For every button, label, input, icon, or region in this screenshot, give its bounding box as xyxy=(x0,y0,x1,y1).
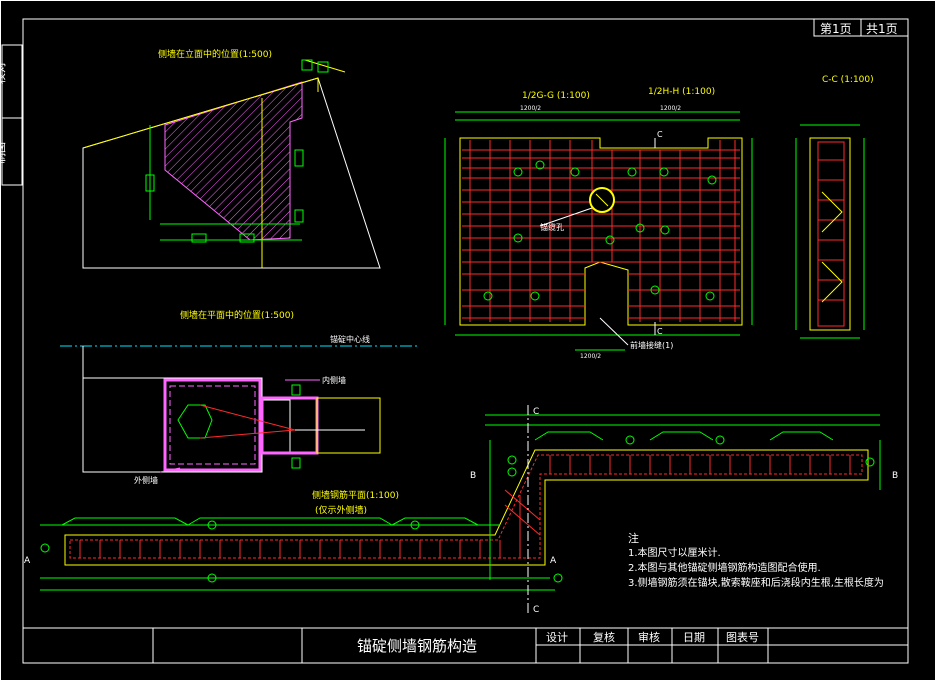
front-wall-note: 前墙接缝(1) xyxy=(630,340,673,350)
anchor-center-line-label: 锚碇中心线 xyxy=(330,334,370,344)
section-gh-view: 1/2G-G (1:100) 1/2H-H (1:100) 1200/2 120… xyxy=(444,87,753,360)
page-number: 第1页 xyxy=(820,22,852,36)
side-stamp-check: 校对 xyxy=(0,62,7,84)
section-g-title: 1/2G-G (1:100) xyxy=(522,91,590,101)
cut-label-b-right: B xyxy=(892,471,898,481)
page-indicator: 第1页 共1页 xyxy=(813,18,909,37)
section-cc-view: C-C (1:100) xyxy=(795,75,874,339)
outer-wall-label: 外侧墙 xyxy=(134,475,158,485)
notes-block: 注 1.本图尺寸以厘米计. 2.本图与其他锚碇侧墙钢筋构造图配合使用. 3.侧墙… xyxy=(628,531,884,589)
inner-wall-label: 内侧墙 xyxy=(322,375,346,385)
rebar-stirrups-bottom xyxy=(79,455,851,558)
page-total: 共1页 xyxy=(866,22,898,36)
design-label: 设计 xyxy=(546,631,568,644)
section-c-title: C-C (1:100) xyxy=(822,75,874,85)
dim-label-bottom: 1200/2 xyxy=(580,353,601,360)
cut-label-a-right: A xyxy=(550,556,557,566)
rebar-plan-dimensions xyxy=(40,414,881,591)
cut-label-b-left: B xyxy=(470,471,476,481)
plan-title: 侧墙在平面中的位置(1:500) xyxy=(180,309,294,321)
rebar-markers-gh xyxy=(483,160,717,301)
audit-label: 审核 xyxy=(638,630,660,644)
title-block: 锚碇侧墙钢筋构造 设计 复核 审核 日期 图表号 xyxy=(23,627,908,663)
drawing-no-label: 图表号 xyxy=(726,630,759,644)
review-label: 复核 xyxy=(593,630,615,644)
rebar-grid-cc xyxy=(818,159,844,301)
section-cut-c-bottom: C xyxy=(657,327,663,336)
notes-heading: 注 xyxy=(628,531,639,545)
cut-label-a-left: A xyxy=(24,556,31,566)
dim-label-g: 1200/2 xyxy=(520,105,541,112)
rebar-plan-view: 侧墙钢筋平面(1:100) (仅示外侧墙) xyxy=(24,405,898,615)
rebar-grid-gh xyxy=(462,140,740,322)
cut-label-c-bottom: C xyxy=(533,605,539,615)
elevation-view: 侧墙在立面中的位置(1:500) xyxy=(82,48,381,269)
date-label: 日期 xyxy=(683,631,705,644)
plan-view: 侧墙在平面中的位置(1:500) 锚碇中心线 内侧墙 外侧墙 xyxy=(60,309,420,485)
rebar-plan-title: 侧墙钢筋平面(1:100) xyxy=(312,489,399,501)
hoist-hole-label: 锚缆孔 xyxy=(540,222,564,232)
note-item-3: 3.侧墙钢筋须在锚块,散索鞍座和后浇段内生根,生根长度为 xyxy=(628,576,884,589)
drawing-title: 锚碇侧墙钢筋构造 xyxy=(357,637,477,655)
dim-label-h: 1200/2 xyxy=(660,105,681,112)
cut-label-c-top: C xyxy=(533,407,539,417)
note-item-2: 2.本图与其他锚碇侧墙钢筋构造图配合使用. xyxy=(628,561,821,574)
rebar-plan-subtitle: (仅示外侧墙) xyxy=(315,504,367,516)
elevation-title: 侧墙在立面中的位置(1:500) xyxy=(158,48,272,60)
side-stamp-draw: 制图 xyxy=(0,142,7,164)
section-h-title: 1/2H-H (1:100) xyxy=(648,87,715,97)
section-cut-c-top: C xyxy=(657,130,663,139)
note-item-1: 1.本图尺寸以厘米计. xyxy=(628,546,721,559)
